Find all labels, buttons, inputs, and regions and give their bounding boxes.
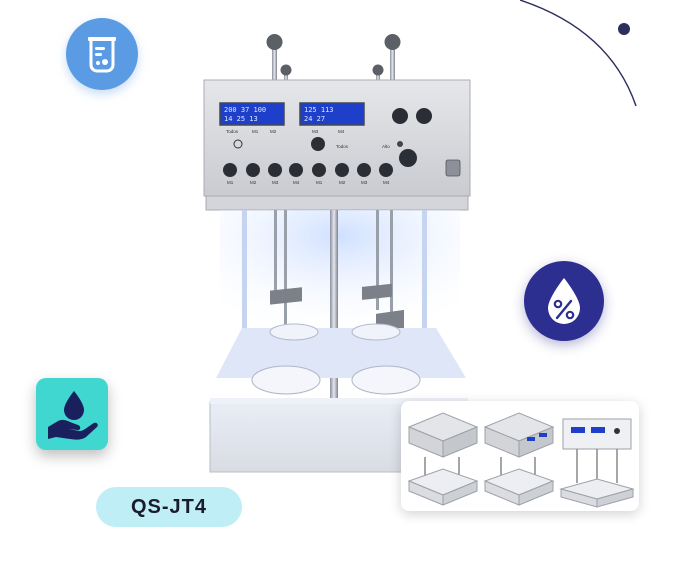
label-alto: Alto [382, 144, 390, 149]
model-label: QS-JT4 [96, 487, 242, 527]
product-views-thumbnail [407, 412, 635, 508]
label-m2-top: M2 [270, 129, 277, 134]
drop-percent-icon [548, 278, 580, 324]
thumbnail-card [401, 401, 639, 511]
decorative-arc [520, 0, 637, 107]
button-label-m3-b: M3 [361, 180, 368, 185]
label-m4-top: M4 [338, 129, 345, 134]
button-label-m1-a: M1 [227, 180, 234, 185]
label-m3-top: M3 [312, 129, 319, 134]
lcd-right-line1: 125 113 [304, 106, 334, 114]
button-label-m4-b: M4 [383, 180, 390, 185]
hand-drop-icon [48, 391, 98, 440]
button-label-m3-a: M3 [272, 180, 279, 185]
button-label-m1-b: M1 [316, 180, 323, 185]
button-label-m2-b: M2 [339, 180, 346, 185]
lcd-left-line1: 200 37 100 [224, 106, 266, 114]
drop-percent-badge [524, 261, 604, 341]
beaker-badge [66, 18, 138, 90]
button-label-m4-a: M4 [293, 180, 300, 185]
hand-drop-badge [36, 378, 108, 450]
product-image: 200 37 100 14 25 13 125 113 24 27 Todos … [203, 34, 471, 473]
label-todos-left: Todos [226, 129, 239, 134]
beaker-icon [88, 37, 116, 73]
label-todos-center: Todos [336, 144, 349, 149]
button-label-m2-a: M2 [250, 180, 257, 185]
lcd-left-line2: 14 25 13 [224, 115, 258, 123]
label-m1-top: M1 [252, 129, 259, 134]
lcd-right-line2: 24 27 [304, 115, 325, 123]
